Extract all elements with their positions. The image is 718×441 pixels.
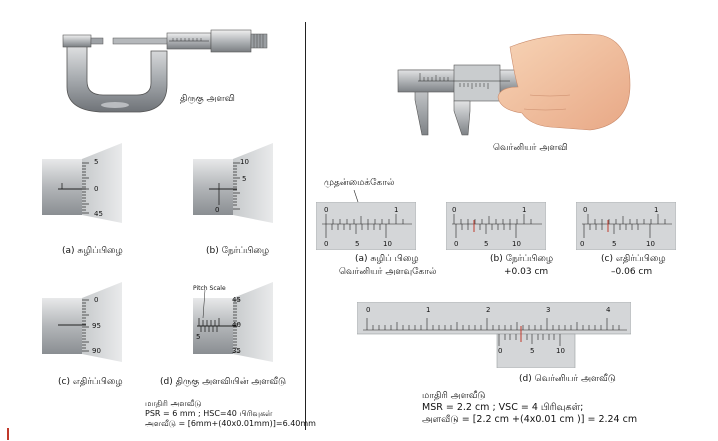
- v-panel-b-bottom-10: 10: [512, 240, 521, 248]
- panel-c-tick-mid: 95: [92, 322, 101, 330]
- v-panel-b-caption: (b) நேர்ப்பிழை: [490, 254, 554, 264]
- center-divider: [305, 22, 306, 430]
- v-panel-c-top-0: 0: [583, 206, 588, 214]
- reading-top-2: 2: [486, 306, 491, 314]
- panel-a-tick-top: 5: [94, 158, 99, 166]
- panel-d-tick-top: 45: [232, 296, 241, 304]
- v-panel-a-bottom-5: 5: [355, 240, 360, 248]
- micrometer-caption: திருகு அளவி: [180, 94, 235, 104]
- micrometer-panel-negative-error: [42, 282, 122, 362]
- v-panel-c-bottom-5: 5: [612, 240, 617, 248]
- vernier-panel-positive-error: [446, 202, 546, 250]
- pitch-scale-label: Pitch Scale: [193, 285, 226, 292]
- v-panel-c-bottom-0: 0: [580, 240, 585, 248]
- reading-top-0: 0: [366, 306, 371, 314]
- panel-a-tick-mid: 0: [94, 185, 99, 193]
- reading-top-1: 1: [426, 306, 431, 314]
- panel-d-caption: (d) திருகு அளவியின் அளவீடு: [160, 377, 287, 387]
- panel-b-tick-top: 10: [240, 158, 249, 166]
- micrometer-panel-positive-error: [193, 143, 273, 223]
- v-panel-c-value: –0.06 cm: [611, 267, 653, 277]
- panel-b-caption: (b) நேர்ப்பிழை: [206, 246, 270, 256]
- reading-bottom-0: 0: [498, 347, 503, 355]
- corner-mark: [7, 428, 9, 440]
- vernier-panel-zero-error: [316, 202, 416, 250]
- vernier-caliper-illustration: [397, 33, 631, 136]
- panel-c-caption: (c) எதிர்ப்பிழை: [58, 377, 123, 387]
- panel-b-tick-mid: 5: [242, 175, 247, 183]
- v-panel-b-bottom-0: 0: [454, 240, 459, 248]
- right-model-line1: MSR = 2.2 cm ; VSC = 4 பிரிவுகள்;: [422, 402, 584, 413]
- panel-b-tick-bottom: 0: [215, 206, 220, 214]
- v-panel-a-caption: (a) சுழிப் பிழை: [355, 254, 419, 264]
- panel-a-caption: (a) சுழிப்பிழை: [62, 246, 123, 256]
- main-scale-label: முதன்மைக்கோல்: [324, 178, 395, 188]
- v-panel-a-top-0: 0: [324, 206, 329, 214]
- panel-d-main-number: 5: [196, 333, 201, 341]
- panel-c-tick-top: 0: [94, 296, 99, 304]
- left-model-title: மாதிரி அளவீடு: [145, 399, 202, 408]
- micrometer-illustration: [62, 29, 268, 113]
- vernier-panel-negative-error: [576, 202, 676, 250]
- v-panel-a-top-1: 1: [394, 206, 399, 214]
- left-model-line2: அளவீடு = [6mm+(40x0.01mm)]=6.40mm: [145, 419, 316, 428]
- right-model-line2: அளவீடு = [2.2 cm +(4x0.01 cm )] = 2.24 c…: [422, 414, 638, 425]
- left-model-line1: PSR = 6 mm ; HSC=40 பிரிவுகள்: [145, 409, 273, 418]
- v-panel-b-bottom-5: 5: [484, 240, 489, 248]
- reading-top-4: 4: [606, 306, 611, 314]
- v-panel-a-bottom-0: 0: [324, 240, 329, 248]
- micrometer-panel-reading: [193, 282, 273, 362]
- reading-top-3: 3: [546, 306, 551, 314]
- reading-bottom-5: 5: [530, 347, 535, 355]
- panel-d-tick-bottom: 35: [232, 347, 241, 355]
- panel-c-tick-bottom: 90: [92, 347, 101, 355]
- vernier-scale-label: வெர்னியர் அளவுகோல்: [339, 267, 437, 277]
- vernier-caliper-caption: வெர்னியர் அளவி: [493, 143, 568, 153]
- panel-d-tick-mid: 40: [232, 321, 241, 329]
- vernier-reading-panel: [357, 302, 631, 368]
- v-panel-c-top-1: 1: [654, 206, 659, 214]
- reading-caption: (d) வெர்னியர் அளவீடு: [519, 374, 616, 384]
- v-panel-c-caption: (c) எதிர்ப்பிழை: [601, 254, 666, 264]
- v-panel-b-top-1: 1: [522, 206, 527, 214]
- v-panel-b-top-0: 0: [452, 206, 457, 214]
- micrometer-panel-zero-error: [42, 143, 122, 223]
- reading-bottom-10: 10: [556, 347, 565, 355]
- panel-a-tick-bottom: 45: [94, 210, 103, 218]
- v-panel-a-bottom-10: 10: [383, 240, 392, 248]
- v-panel-c-bottom-10: 10: [646, 240, 655, 248]
- v-panel-b-value: +0.03 cm: [504, 267, 549, 277]
- right-model-title: மாதிரி அளவீடு: [422, 391, 486, 401]
